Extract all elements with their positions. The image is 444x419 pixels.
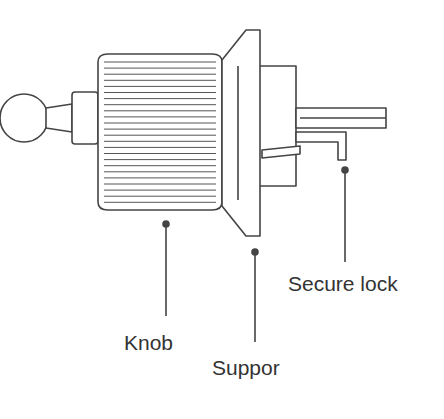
knurl-line xyxy=(104,177,216,178)
knurl-line xyxy=(104,92,216,93)
ball-joint xyxy=(0,94,48,142)
knurl-line xyxy=(104,98,216,99)
knurl-line xyxy=(104,116,216,117)
knurl-line xyxy=(104,80,216,81)
knurl-line xyxy=(104,86,216,87)
knurl-line xyxy=(104,129,216,130)
knurl-line xyxy=(104,153,216,154)
knurling xyxy=(104,62,216,202)
leader-line xyxy=(165,224,167,316)
side-finger xyxy=(262,146,300,158)
knurl-line xyxy=(104,68,216,69)
knurl-line xyxy=(104,104,216,105)
flange-edge xyxy=(237,66,239,200)
knurl-line xyxy=(104,165,216,166)
knurl-line xyxy=(104,184,216,185)
knurl-line xyxy=(104,123,216,124)
knurl-line xyxy=(104,159,216,160)
knurl-line xyxy=(104,190,216,191)
knurl-line xyxy=(104,110,216,111)
prong-groove xyxy=(300,117,386,119)
part-label: Knob xyxy=(124,331,173,354)
knurl-line xyxy=(104,74,216,75)
collar xyxy=(72,92,98,144)
knurl-line xyxy=(104,196,216,197)
knurl-line xyxy=(104,141,216,142)
secure-lock-hook xyxy=(296,132,346,160)
part-label: Secure lock xyxy=(288,272,398,295)
leader-line xyxy=(344,170,346,262)
knurl-line xyxy=(104,147,216,148)
neck xyxy=(46,104,72,132)
leader-line xyxy=(254,252,256,342)
knurl-line xyxy=(104,135,216,136)
knurl-line xyxy=(104,62,216,63)
knurl-line xyxy=(104,202,216,203)
knurl-line xyxy=(104,171,216,172)
support-flange xyxy=(222,30,260,236)
part-label: Suppor xyxy=(212,356,280,379)
knob-body xyxy=(98,54,222,210)
upper-prong xyxy=(296,108,386,128)
